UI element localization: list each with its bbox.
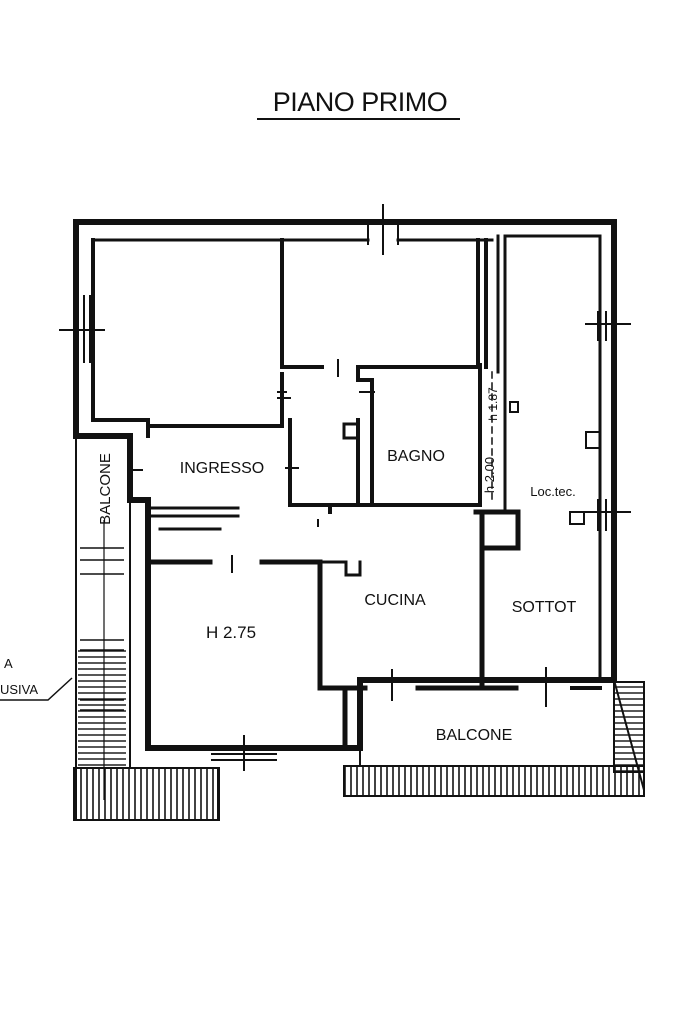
plan-title: PIANO PRIMO bbox=[273, 87, 448, 117]
balcone-bottom-structure bbox=[343, 679, 645, 797]
wall-ingresso-block bbox=[148, 506, 240, 531]
walls bbox=[59, 204, 631, 771]
wall-cucina-left bbox=[318, 560, 362, 577]
room-label-sottot: SOTTOT bbox=[512, 599, 577, 616]
loc-tec-box bbox=[509, 401, 601, 525]
wall-bedroom-right bbox=[280, 238, 488, 369]
wall-corridor bbox=[288, 418, 360, 514]
room-height-label: H 2.75 bbox=[206, 623, 256, 642]
window-bottom bbox=[211, 735, 277, 771]
wall-bedroom-left bbox=[91, 238, 284, 438]
wall-bagno bbox=[356, 363, 482, 507]
locale-tecnico-label: Loc.tec. bbox=[530, 484, 576, 499]
section-arrow bbox=[0, 677, 73, 701]
balcone-left-structure bbox=[73, 436, 220, 821]
wall-ingresso-bottom bbox=[145, 559, 348, 751]
window-right-top bbox=[585, 311, 631, 341]
window-top bbox=[367, 204, 399, 255]
window-left bbox=[59, 295, 105, 363]
exterior-wall bbox=[73, 219, 617, 751]
height-annotation-high: h 2.00 bbox=[482, 457, 497, 493]
door-marks bbox=[129, 359, 547, 707]
height-annotation-low: h 1.87 bbox=[486, 387, 500, 421]
section-label-line1: A bbox=[4, 656, 13, 671]
wall-bagno-door bbox=[342, 422, 360, 440]
section-label-line2: USIVA bbox=[0, 682, 38, 697]
room-label-bagno: BAGNO bbox=[387, 448, 445, 465]
room-label-balcone-left: BALCONE bbox=[97, 453, 114, 525]
wall-cucina-bottom bbox=[342, 509, 521, 691]
room-label-cucina: CUCINA bbox=[364, 592, 426, 609]
window-right-mid bbox=[585, 499, 631, 531]
room-label-balcone-bottom: BALCONE bbox=[436, 727, 512, 744]
wall-sottot-left bbox=[496, 234, 507, 512]
room-label-ingresso: INGRESSO bbox=[180, 460, 264, 477]
